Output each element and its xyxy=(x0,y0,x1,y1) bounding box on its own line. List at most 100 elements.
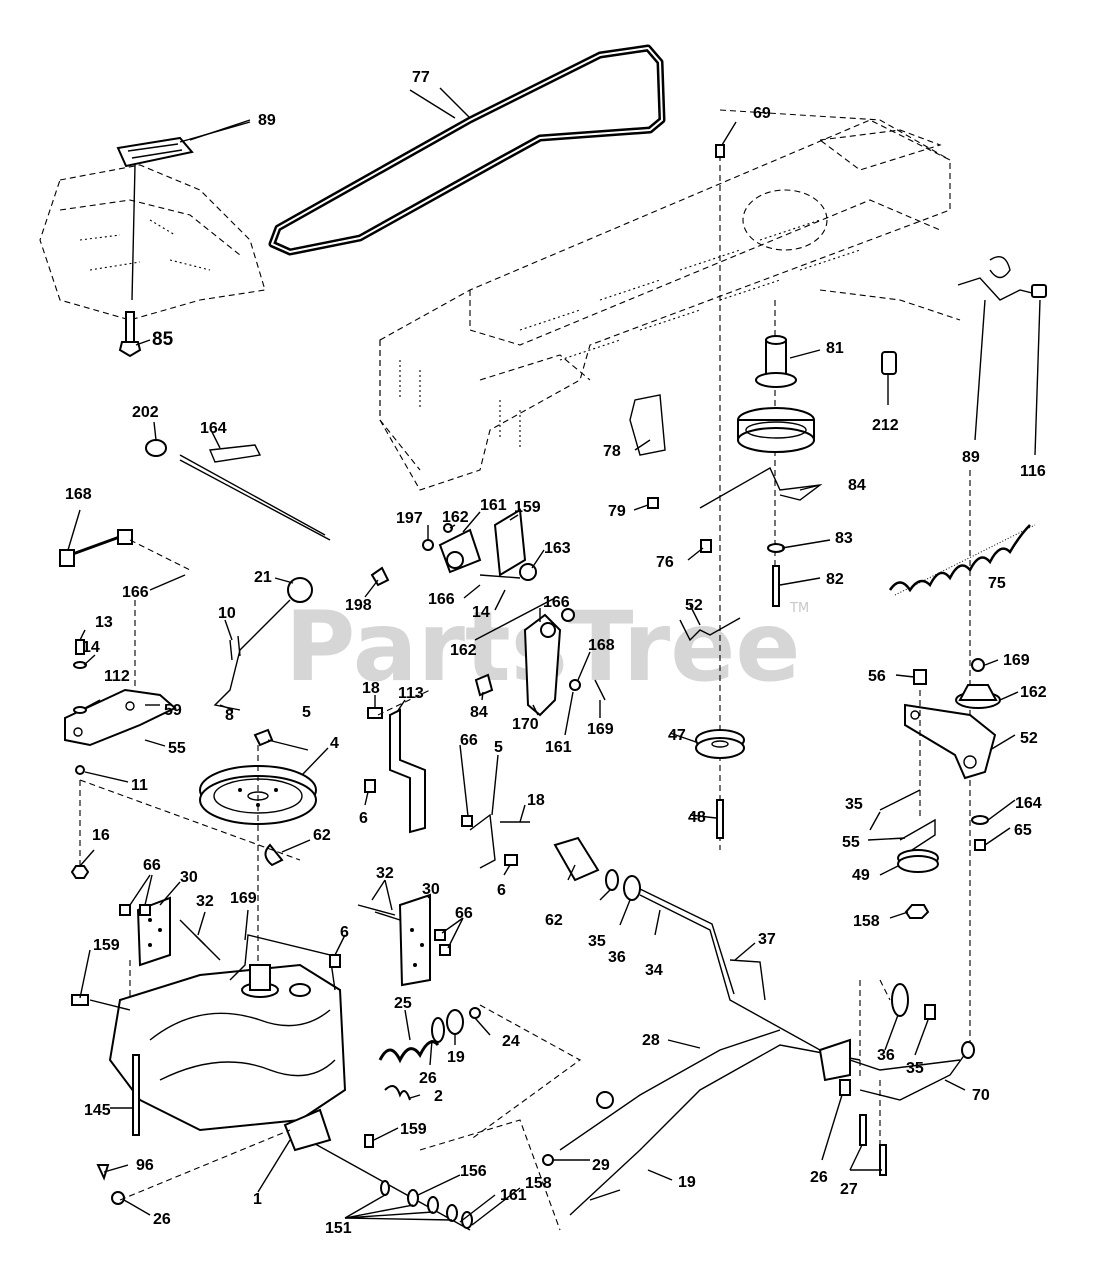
part-label: 198 xyxy=(345,597,372,614)
fender-panel xyxy=(39,121,266,321)
part-label: 11 xyxy=(131,777,148,794)
part-label: 14 xyxy=(472,604,490,621)
part-label: 34 xyxy=(645,962,663,979)
part-label: 156 xyxy=(460,1163,487,1180)
idler-arm-assembly xyxy=(879,658,1001,919)
bracket xyxy=(629,394,666,456)
clip-rod xyxy=(881,256,1047,375)
spring xyxy=(888,524,1031,593)
part-label: 52 xyxy=(1020,730,1038,747)
part-label: 6 xyxy=(497,882,506,899)
part-label: 69 xyxy=(753,105,771,122)
part-label: 37 xyxy=(758,931,776,948)
part-label: 32 xyxy=(376,865,394,882)
part-labels: 77 89 69 85 81 212 89 116 78 79 84 83 82… xyxy=(65,69,1047,1237)
part-label: 85 xyxy=(152,329,174,350)
leader-lines xyxy=(67,89,1041,1226)
part-label: 62 xyxy=(545,912,563,929)
part-label: 14 xyxy=(82,639,100,656)
watermark-trademark: TM xyxy=(789,601,809,616)
part-label: 161 xyxy=(480,497,507,514)
transmission-pulley xyxy=(199,728,317,980)
part-label: 197 xyxy=(396,510,423,527)
part-label: 59 xyxy=(164,702,182,719)
pedal-bracket xyxy=(64,600,177,775)
part-label: 79 xyxy=(608,503,626,520)
transmission-brackets xyxy=(119,893,451,987)
part-label: 164 xyxy=(200,420,227,437)
part-label: 169 xyxy=(587,721,614,738)
part-label: 28 xyxy=(642,1032,660,1049)
part-label: 35 xyxy=(906,1060,924,1077)
part-label: 56 xyxy=(868,668,886,685)
part-label: 166 xyxy=(428,591,455,608)
part-label: 161 xyxy=(545,739,572,756)
part-label: 83 xyxy=(835,530,853,547)
part-label: 21 xyxy=(254,569,272,586)
part-label: 13 xyxy=(95,614,113,631)
part-label: 159 xyxy=(93,937,120,954)
drive-belt xyxy=(268,44,666,256)
part-label: 162 xyxy=(1020,684,1047,701)
part-label: 55 xyxy=(168,740,186,757)
part-label: 113 xyxy=(398,685,424,702)
part-label: 32 xyxy=(196,893,214,910)
part-label: 84 xyxy=(470,704,488,721)
part-label: 1 xyxy=(253,1191,262,1208)
part-label: 19 xyxy=(678,1174,696,1191)
engine-pulley-assembly xyxy=(737,335,815,453)
ground-drive-rods xyxy=(542,979,975,1216)
screw xyxy=(715,144,725,158)
part-label: 5 xyxy=(494,739,503,756)
bolt-69 xyxy=(118,311,142,358)
part-label: 112 xyxy=(104,668,130,685)
part-label: 52 xyxy=(685,597,703,614)
part-label: 16 xyxy=(92,827,110,844)
part-label: 66 xyxy=(143,857,161,874)
part-label: 49 xyxy=(852,867,870,884)
part-label: 6 xyxy=(359,810,368,827)
part-label: 78 xyxy=(603,443,621,460)
tension-spring-assembly xyxy=(378,1004,582,1141)
part-label: 158 xyxy=(853,913,880,930)
part-label: 89 xyxy=(962,449,980,466)
washer xyxy=(767,543,785,553)
shift-link xyxy=(461,813,530,869)
part-label: 29 xyxy=(592,1157,610,1174)
part-label: 169 xyxy=(1003,652,1030,669)
clutch-bracket xyxy=(474,608,606,717)
bottom-right-fasteners xyxy=(818,1038,887,1176)
nut xyxy=(647,497,659,509)
part-label: 26 xyxy=(419,1070,437,1087)
part-label: 212 xyxy=(872,417,899,434)
part-label: 35 xyxy=(845,796,863,813)
part-label: 27 xyxy=(840,1181,858,1198)
part-label: 36 xyxy=(608,949,626,966)
part-label: 70 xyxy=(972,1087,990,1104)
part-label: 26 xyxy=(810,1169,828,1186)
part-label: 26 xyxy=(153,1211,171,1228)
part-label: 168 xyxy=(588,637,615,654)
idler-bracket xyxy=(370,508,537,587)
part-label: 164 xyxy=(1015,795,1042,812)
part-label: 48 xyxy=(688,809,706,826)
part-label: 168 xyxy=(65,486,92,503)
part-label: 158 xyxy=(525,1175,552,1192)
part-label: 159 xyxy=(514,499,541,516)
part-label: 30 xyxy=(180,869,198,886)
part-label: 166 xyxy=(122,584,149,601)
left-fasteners xyxy=(70,639,301,1205)
part-label: 6 xyxy=(340,924,349,941)
part-label: 55 xyxy=(842,834,860,851)
part-label: 36 xyxy=(877,1047,895,1064)
part-label: 75 xyxy=(988,575,1006,592)
part-label: 76 xyxy=(656,554,674,571)
idler-pulley xyxy=(679,539,745,839)
part-label: 82 xyxy=(826,571,844,588)
part-label: 162 xyxy=(442,509,469,526)
part-label: 151 xyxy=(325,1220,352,1237)
part-label: 170 xyxy=(512,716,539,733)
part-label: 96 xyxy=(136,1157,154,1174)
part-label: 89 xyxy=(258,112,276,129)
